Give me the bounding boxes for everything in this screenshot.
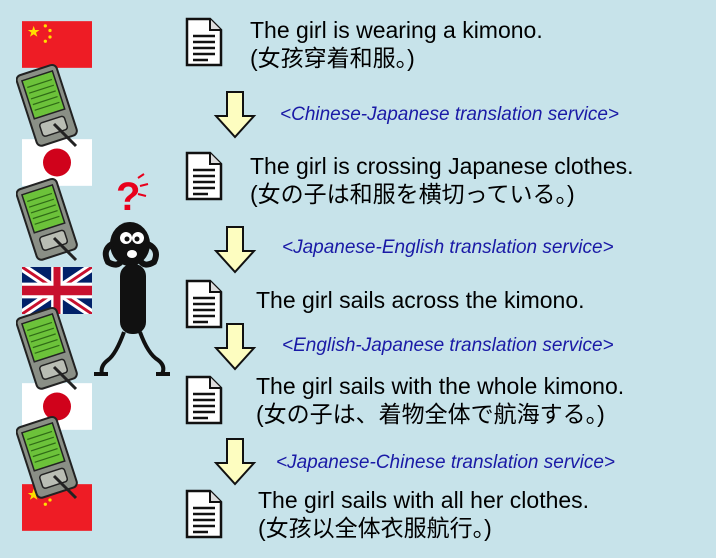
- pda-device-icon: [16, 177, 78, 262]
- pda-device-icon: [16, 63, 78, 148]
- service-label-japanese-chinese: <Japanese-Chinese translation service>: [276, 452, 616, 473]
- document-icon: [185, 279, 223, 329]
- sentence-english-5: The girl sails with all her clothes.: [258, 487, 590, 513]
- china-flag: [22, 21, 92, 68]
- down-arrow-icon: [213, 438, 257, 486]
- document-icon: [185, 151, 223, 201]
- question-mark: ?: [116, 175, 140, 219]
- down-arrow-icon: [213, 323, 257, 371]
- service-label-japanese-english: <Japanese-English translation service>: [282, 237, 614, 258]
- document-icon: [185, 489, 223, 539]
- sentence-english-4: The girl sails with the whole kimono.: [256, 373, 625, 399]
- sentence-japanese-4: (女の子は、着物全体で航海する。): [256, 401, 605, 427]
- sentence-english-1: The girl is wearing a kimono.: [250, 17, 543, 43]
- sentence-chinese-5: (女孩以全体衣服航行。): [258, 515, 492, 541]
- document-icon: [185, 375, 223, 425]
- sentence-chinese-1: (女孩穿着和服。): [250, 45, 415, 71]
- uk-flag: [22, 267, 92, 314]
- sentence-english-3: The girl sails across the kimono.: [256, 287, 585, 313]
- down-arrow-icon: [213, 91, 257, 139]
- document-icon: [185, 17, 223, 67]
- service-label-english-japanese: <English-Japanese translation service>: [282, 335, 614, 356]
- down-arrow-icon: [213, 226, 257, 274]
- pda-device-icon: [16, 306, 78, 391]
- sentence-japanese-2: (女の子は和服を横切っている。): [250, 181, 575, 207]
- sentence-english-2: The girl is crossing Japanese clothes.: [250, 153, 634, 179]
- pda-device-icon: [16, 415, 78, 500]
- confused-person-icon: ?: [94, 173, 170, 376]
- japan-flag: [22, 139, 92, 186]
- service-label-chinese-japanese: <Chinese-Japanese translation service>: [280, 104, 620, 125]
